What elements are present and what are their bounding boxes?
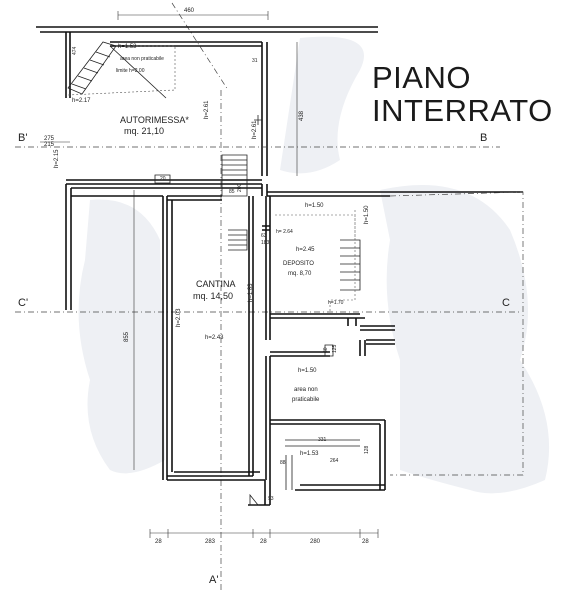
title-line-1: PIANO <box>372 60 471 95</box>
dim-bottom-5: 28 <box>362 539 369 545</box>
dim-183: 183 <box>261 240 270 246</box>
section-c-right: C <box>502 297 510 309</box>
section-line-a <box>171 2 229 91</box>
dim-bottom-2: 283 <box>205 539 216 545</box>
height-2-15: h=2.15 <box>54 149 60 168</box>
label-deposito: DEPOSITO <box>283 261 314 267</box>
height-deposito: h=2.45 <box>296 247 315 253</box>
dim-264: 264 <box>330 458 339 464</box>
shade-top-right <box>280 36 364 174</box>
stair-bottom <box>248 439 360 506</box>
dim-top-460: 460 <box>184 8 195 14</box>
title-line-2: INTERRATO <box>372 93 553 128</box>
height-cantina: h=2.43 <box>205 335 224 341</box>
wall-deposito <box>261 184 523 357</box>
dim-bottom-3: 28 <box>260 539 267 545</box>
area-deposito: mq. 8,70 <box>288 271 312 277</box>
section-b-right: B <box>480 132 487 144</box>
dim-left-855: 855 <box>124 331 130 342</box>
dim-60: 60 <box>323 347 329 353</box>
dim-93: 93 <box>268 496 274 502</box>
dim-right-438: 438 <box>299 110 305 121</box>
height-1-53-bottom: h=1.53 <box>300 451 319 457</box>
label-cantina: CANTINA <box>196 279 236 289</box>
label-limite: limite h=2.00 <box>116 68 145 74</box>
height-2-61-top: h=2.61 <box>204 100 210 119</box>
wall-left-wing <box>65 184 262 480</box>
height-2-64: h= 2.64 <box>276 229 293 235</box>
wall-top <box>36 26 378 33</box>
dim-left-215: 215 <box>44 142 55 148</box>
section-a-bottom: A' <box>209 574 218 586</box>
height-1-50-side: h=1.50 <box>364 205 370 224</box>
dim-63: 63 <box>261 233 267 239</box>
dim-bottom-4: 280 <box>310 539 321 545</box>
height-1-50-top: h=1.50 <box>305 203 324 209</box>
dim-474: 474 <box>72 46 78 55</box>
wall-area-non-praticabile <box>265 356 386 491</box>
label-area-np-2: praticabile <box>292 397 320 403</box>
stair-deposito <box>275 210 361 312</box>
dim-128: 128 <box>364 445 370 454</box>
label-area-np-1: area non <box>294 387 318 393</box>
shade-left <box>78 199 165 474</box>
height-1-83: h=1.83 <box>248 283 254 302</box>
wall-autorimessa <box>65 32 268 185</box>
shade-right <box>380 185 550 494</box>
stair-cantina <box>221 154 248 251</box>
dim-200: 200 <box>237 183 243 192</box>
dim-88: 88 <box>280 460 286 466</box>
height-2-17: h=2.17 <box>72 98 91 104</box>
section-b-left: B' <box>18 132 27 144</box>
dim-31: 31 <box>252 58 258 64</box>
boundary-right <box>389 191 524 476</box>
height-2-03: h=2.03 <box>176 308 182 327</box>
dim-85: 85 <box>229 189 235 195</box>
height-area-np: h=1.50 <box>298 368 317 374</box>
dim-331: 331 <box>318 437 327 443</box>
section-c-left: C' <box>18 297 28 309</box>
height-2-61: h=2.61 <box>252 120 258 139</box>
label-area-np-small: area non praticabile <box>120 56 164 62</box>
height-1-53-top: h=1.53 <box>118 44 137 50</box>
stair-autorimessa <box>67 41 176 99</box>
marks <box>154 115 334 357</box>
dim-20: 20 <box>160 176 166 182</box>
label-autorimessa: AUTORIMESSA* <box>120 115 189 125</box>
area-autorimessa: mq. 21,10 <box>124 126 164 136</box>
dim-125: 125 <box>332 344 338 353</box>
height-1-70: h=1.70 <box>328 300 344 306</box>
dim-left-275: 275 <box>44 136 55 142</box>
dim-bottom-1: 28 <box>155 539 162 545</box>
area-cantina: mq. 14,50 <box>193 291 233 301</box>
wall-cantina <box>167 195 265 481</box>
